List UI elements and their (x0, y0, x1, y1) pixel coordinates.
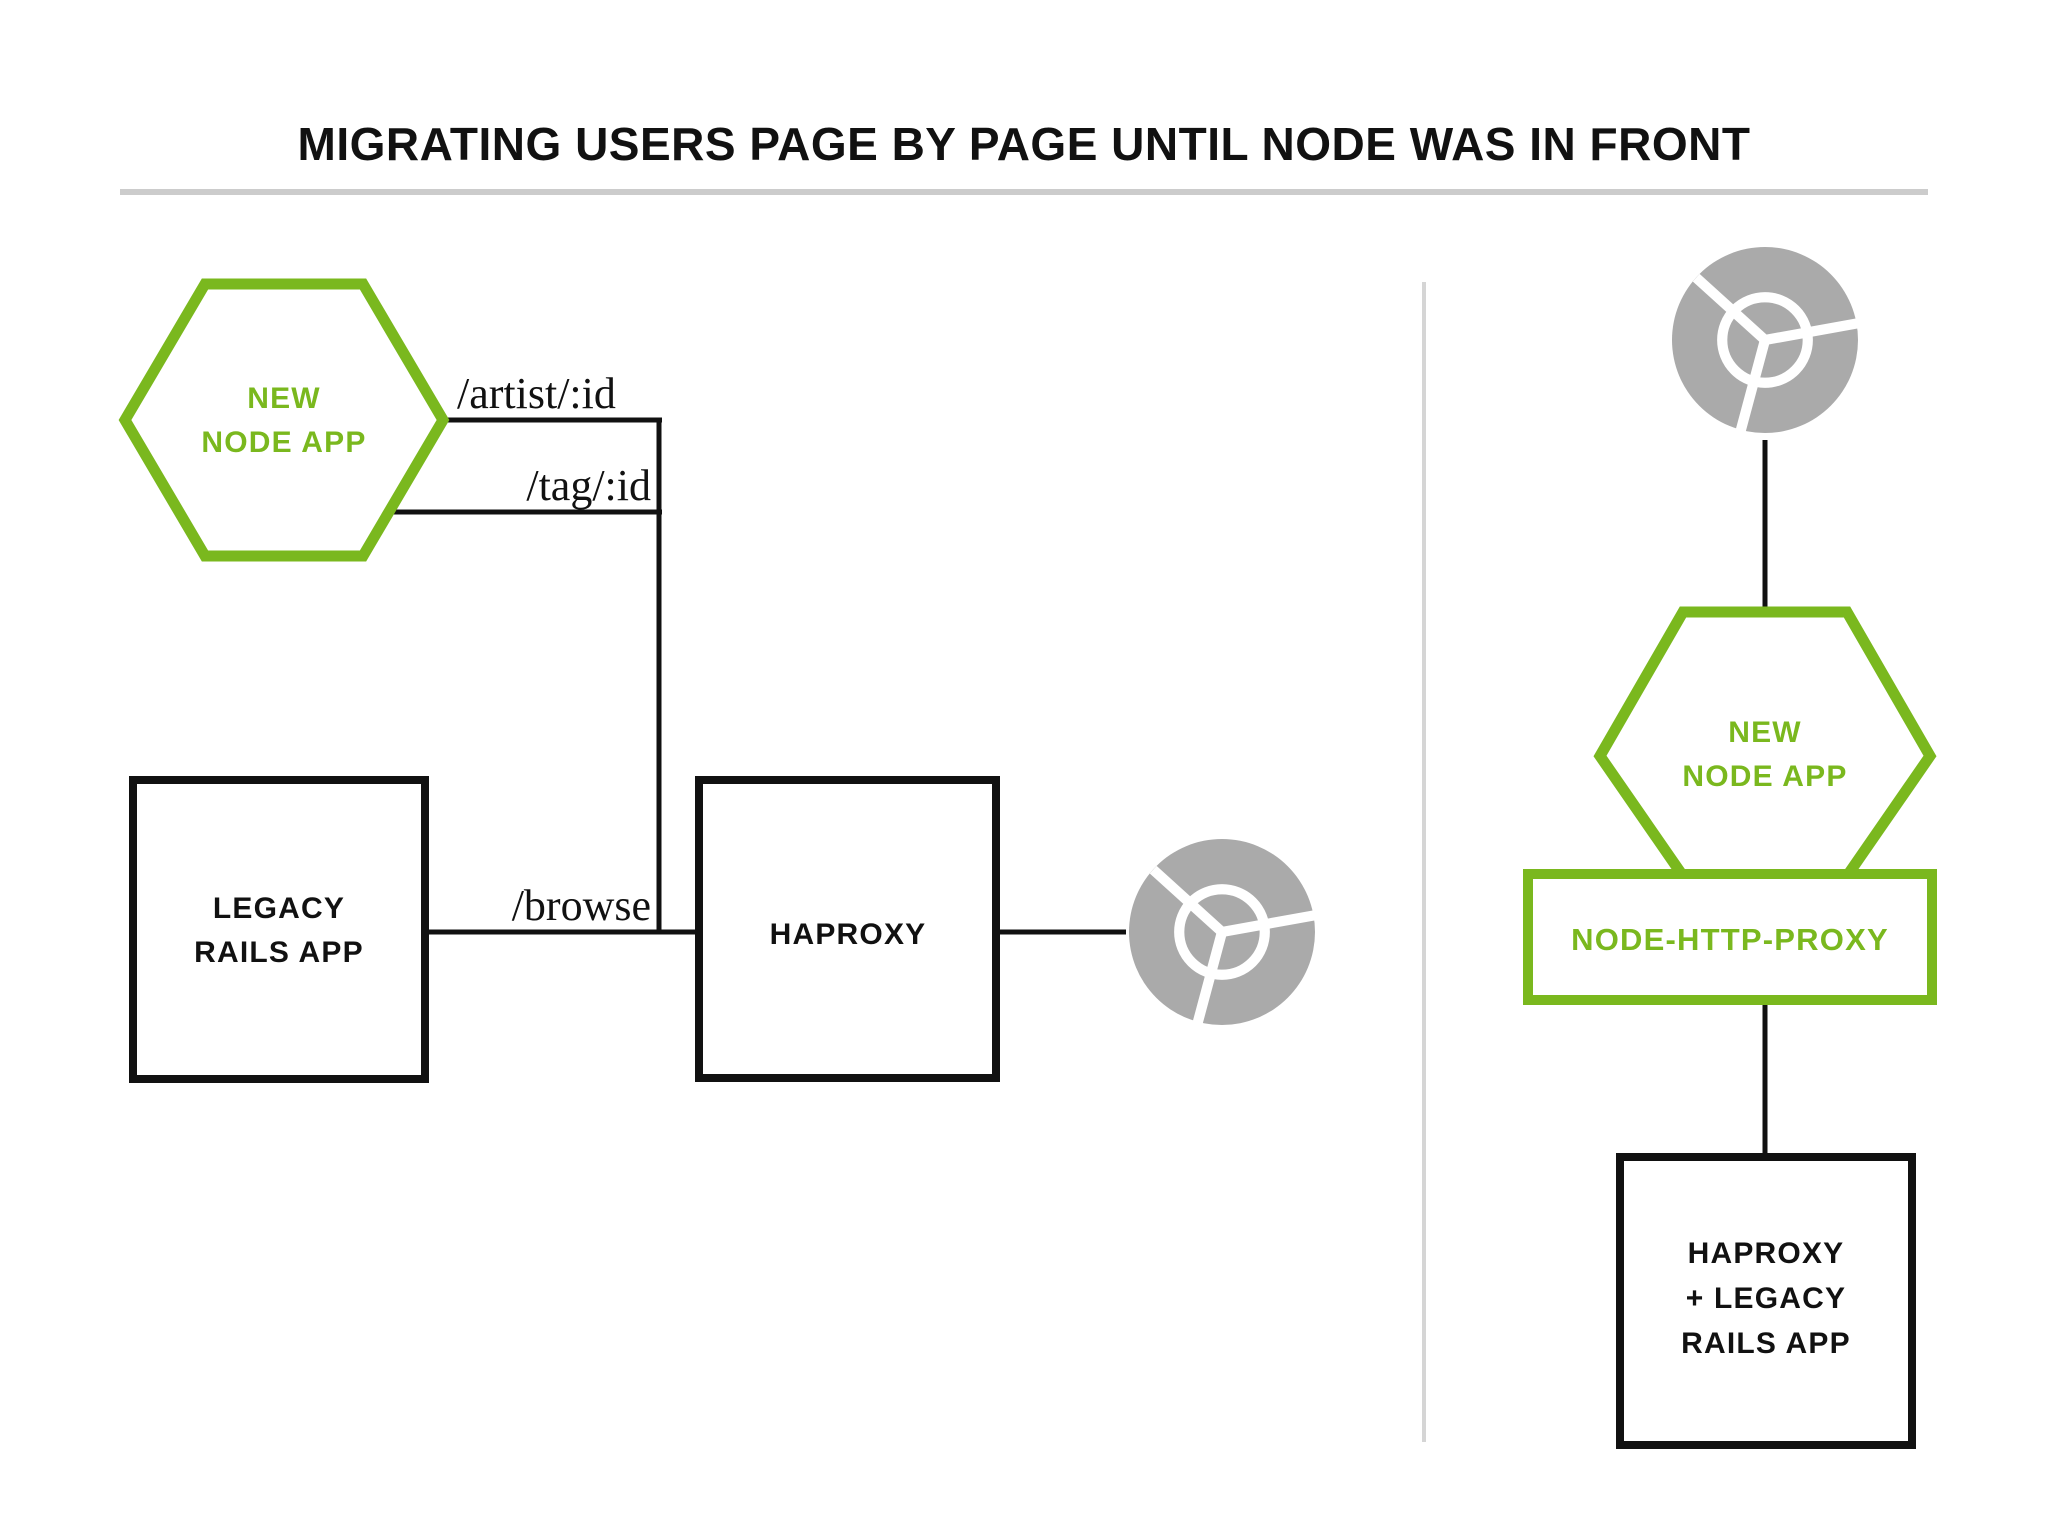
left-haproxy-box[interactable] (695, 776, 1000, 1082)
edge-label-tag-route: /tag/:id (526, 461, 651, 510)
right-node-http-proxy-label: NODE-HTTP-PROXY (1571, 922, 1889, 957)
left-legacy-rails-app-box[interactable] (129, 776, 429, 1083)
left-legacy-rails-app-label-line1: LEGACY (213, 892, 345, 925)
right-node-http-proxy-box[interactable] (1523, 869, 1937, 1005)
left-panel-group: NEW NODE APP /artist/:id /tag/:id /brows… (118, 278, 1315, 1083)
right-new-node-app-label-line1: NEW (1728, 716, 1802, 749)
edge-label-browse-route: /browse (512, 881, 651, 930)
left-new-node-app-label-line1: NEW (247, 382, 321, 415)
page-title: MIGRATING USERS PAGE BY PAGE UNTIL NODE … (298, 118, 1751, 170)
right-haproxy-legacy-label-line3: RAILS APP (1681, 1327, 1851, 1360)
right-chrome-icon[interactable] (1672, 247, 1858, 433)
right-panel-group: NEW NODE APP NODE-HTTP-PROXY HAPROXY + L… (1523, 247, 1937, 1449)
left-legacy-rails-app-label-line2: RAILS APP (194, 936, 364, 969)
left-haproxy-label: HAPROXY (770, 918, 927, 951)
right-haproxy-legacy-label-line2: + LEGACY (1686, 1282, 1846, 1315)
left-new-node-app-hexagon[interactable] (118, 278, 450, 562)
right-haproxy-legacy-label-line1: HAPROXY (1688, 1237, 1845, 1270)
left-new-node-app-label-line2: NODE APP (201, 426, 366, 459)
edge-label-artist-route: /artist/:id (457, 369, 616, 418)
right-haproxy-legacy-box[interactable] (1616, 1153, 1916, 1449)
right-new-node-app-label-line2: NODE APP (1682, 760, 1847, 793)
left-chrome-icon[interactable] (1129, 839, 1315, 1025)
